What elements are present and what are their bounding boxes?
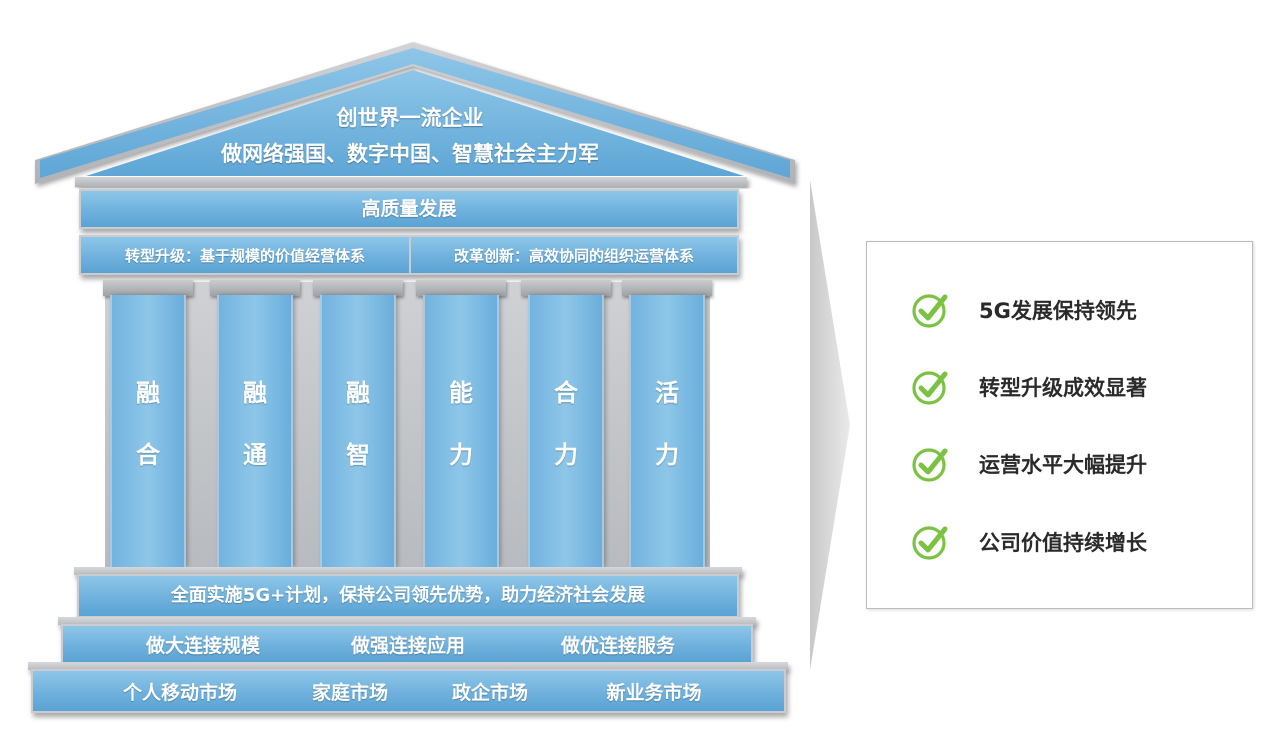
base2-service: 做优连接服务 (560, 634, 675, 657)
base1-ledge (74, 567, 742, 575)
pillar-char-top: 融 (346, 379, 370, 407)
pillar-char-top: 融 (136, 379, 160, 407)
pillar-char-bottom: 力 (554, 441, 578, 469)
pillar-rongtong: 融 通 (217, 295, 293, 567)
base3-band: 个人移动市场 家庭市场 政企市场 新业务市场 (31, 669, 786, 713)
roof-title: 创世界一流企业 (336, 106, 484, 130)
pillar-char-bottom: 力 (449, 441, 473, 469)
pillar-ronghe: 融 合 (110, 295, 186, 567)
checkmark-circle-icon (912, 526, 948, 560)
beam-label: 高质量发展 (361, 198, 457, 220)
base2-scale: 做大连接规模 (145, 634, 260, 657)
pillar-heli: 合 力 (528, 295, 604, 567)
result-label: 转型升级成效显著 (979, 376, 1147, 400)
result-label: 公司价值持续增长 (979, 531, 1147, 555)
pillar-char-bottom: 智 (346, 441, 370, 469)
pillar-char-top: 合 (554, 379, 578, 407)
chevron-right-icon (810, 180, 850, 670)
checkmark-circle-icon (912, 371, 948, 405)
base1-label: 全面实施5G+计划，保持公司领先优势，助力经济社会发展 (170, 585, 646, 606)
result-item: 转型升级成效显著 (911, 367, 1147, 407)
market-home: 家庭市场 (311, 681, 388, 704)
pillar-char-top: 活 (655, 379, 679, 407)
result-item: 运营水平大幅提升 (911, 444, 1147, 484)
result-label: 5G发展保持领先 (979, 299, 1137, 323)
pillar-cap (313, 280, 403, 296)
results-panel: 5G发展保持领先 转型升级成效显著 运营水平大幅提升 公司价值持续增长 (866, 241, 1253, 609)
pillar-char-bottom: 通 (243, 441, 267, 469)
pillar-char-bottom: 合 (136, 441, 160, 469)
base2-ledge (58, 617, 756, 625)
pillar-nengli: 能 力 (423, 295, 499, 567)
pillar-cap (416, 280, 506, 296)
checkmark-circle-icon (912, 448, 948, 482)
pillar-huoli: 活 力 (629, 295, 705, 567)
market-personal: 个人移动市场 (122, 681, 237, 704)
pillar-backwall (105, 282, 710, 572)
pillar-char-bottom: 力 (655, 441, 679, 469)
beam-band: 高质量发展 (79, 189, 739, 229)
pillar-cap (521, 280, 611, 296)
result-item: 公司价值持续增长 (911, 522, 1147, 562)
system-reform: 改革创新：高效协同的组织运营体系 (453, 246, 694, 265)
result-label: 运营水平大幅提升 (979, 453, 1147, 477)
result-item: 5G发展保持领先 (911, 290, 1137, 330)
base1-band: 全面实施5G+计划，保持公司领先优势，助力经济社会发展 (77, 574, 739, 618)
roof-subtitle: 做网络强国、数字中国、智慧社会主力军 (221, 142, 599, 166)
pillar-cap (103, 280, 193, 296)
pillar-cap (622, 280, 712, 296)
temple-roof (35, 42, 795, 187)
pillar-rongzhi: 融 智 (320, 295, 396, 567)
pillar-char-top: 融 (243, 379, 267, 407)
system-transformation: 转型升级：基于规模的价值经营体系 (124, 246, 365, 265)
base2-band: 做大连接规模 做强连接应用 做优连接服务 (61, 624, 753, 664)
base3-ledge (28, 662, 788, 670)
base2-application: 做强连接应用 (350, 634, 465, 657)
market-enterprise: 政企市场 (451, 681, 528, 704)
pillar-char-top: 能 (449, 379, 473, 407)
market-new-business: 新业务市场 (606, 681, 702, 704)
checkmark-circle-icon (912, 294, 948, 328)
systems-band: 转型升级：基于规模的价值经营体系 改革创新：高效协同的组织运营体系 (79, 235, 739, 275)
pillar-cap (210, 280, 300, 296)
